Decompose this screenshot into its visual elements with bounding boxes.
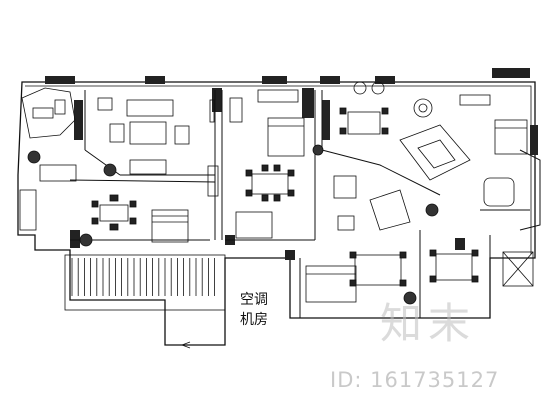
staircase — [64, 254, 226, 349]
watermark-id: ID: 161735127 — [330, 368, 500, 392]
right-hall-furniture — [305, 81, 534, 305]
dining-set-left — [79, 194, 189, 247]
middle-room-furniture — [207, 89, 305, 239]
interior-walls — [69, 90, 530, 318]
ac-machine-room-label: 空调 机房 — [228, 290, 280, 330]
living-room-furniture — [97, 97, 215, 177]
left-bay-furniture — [19, 87, 77, 231]
watermark-brand: 知末 — [380, 299, 477, 348]
right-bay-outline — [519, 149, 541, 231]
room-label-line1: 空调 — [240, 292, 268, 308]
structural-columns — [45, 68, 538, 260]
room-label-line2: 机房 — [240, 312, 268, 328]
